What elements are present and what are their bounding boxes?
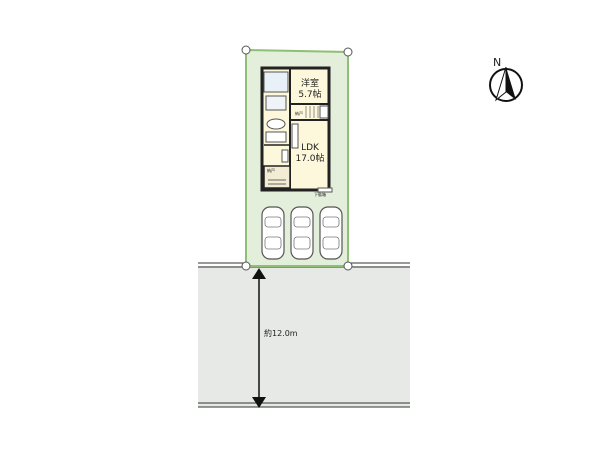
car-icon (261, 206, 285, 260)
parking-area (261, 206, 343, 260)
lot-corner-marker (343, 261, 353, 271)
car-icon (290, 206, 314, 260)
road-dimension-arrow (252, 268, 266, 408)
lot-corner-marker (241, 261, 251, 271)
western-room-name: 洋室 (301, 77, 319, 89)
western-room-size: 5.7帖 (298, 88, 321, 100)
compass-north-label: N (493, 56, 501, 69)
lot-corner-marker (241, 45, 251, 55)
road-depth-label: 約12.0m (264, 328, 298, 338)
ldk-room-name: LDK (301, 143, 320, 153)
lot-corner-marker (343, 47, 353, 57)
storage-label-2: 納戸 (267, 167, 275, 173)
storage-label-1: 納戸 (295, 110, 303, 116)
compass-icon (489, 66, 523, 102)
car-icon (319, 206, 343, 260)
ldk-room-size: 17.0帖 (295, 152, 324, 164)
shoe-box-label: 下駄箱 (314, 191, 326, 197)
road-area (198, 266, 410, 407)
house-floor-plan (260, 66, 333, 193)
